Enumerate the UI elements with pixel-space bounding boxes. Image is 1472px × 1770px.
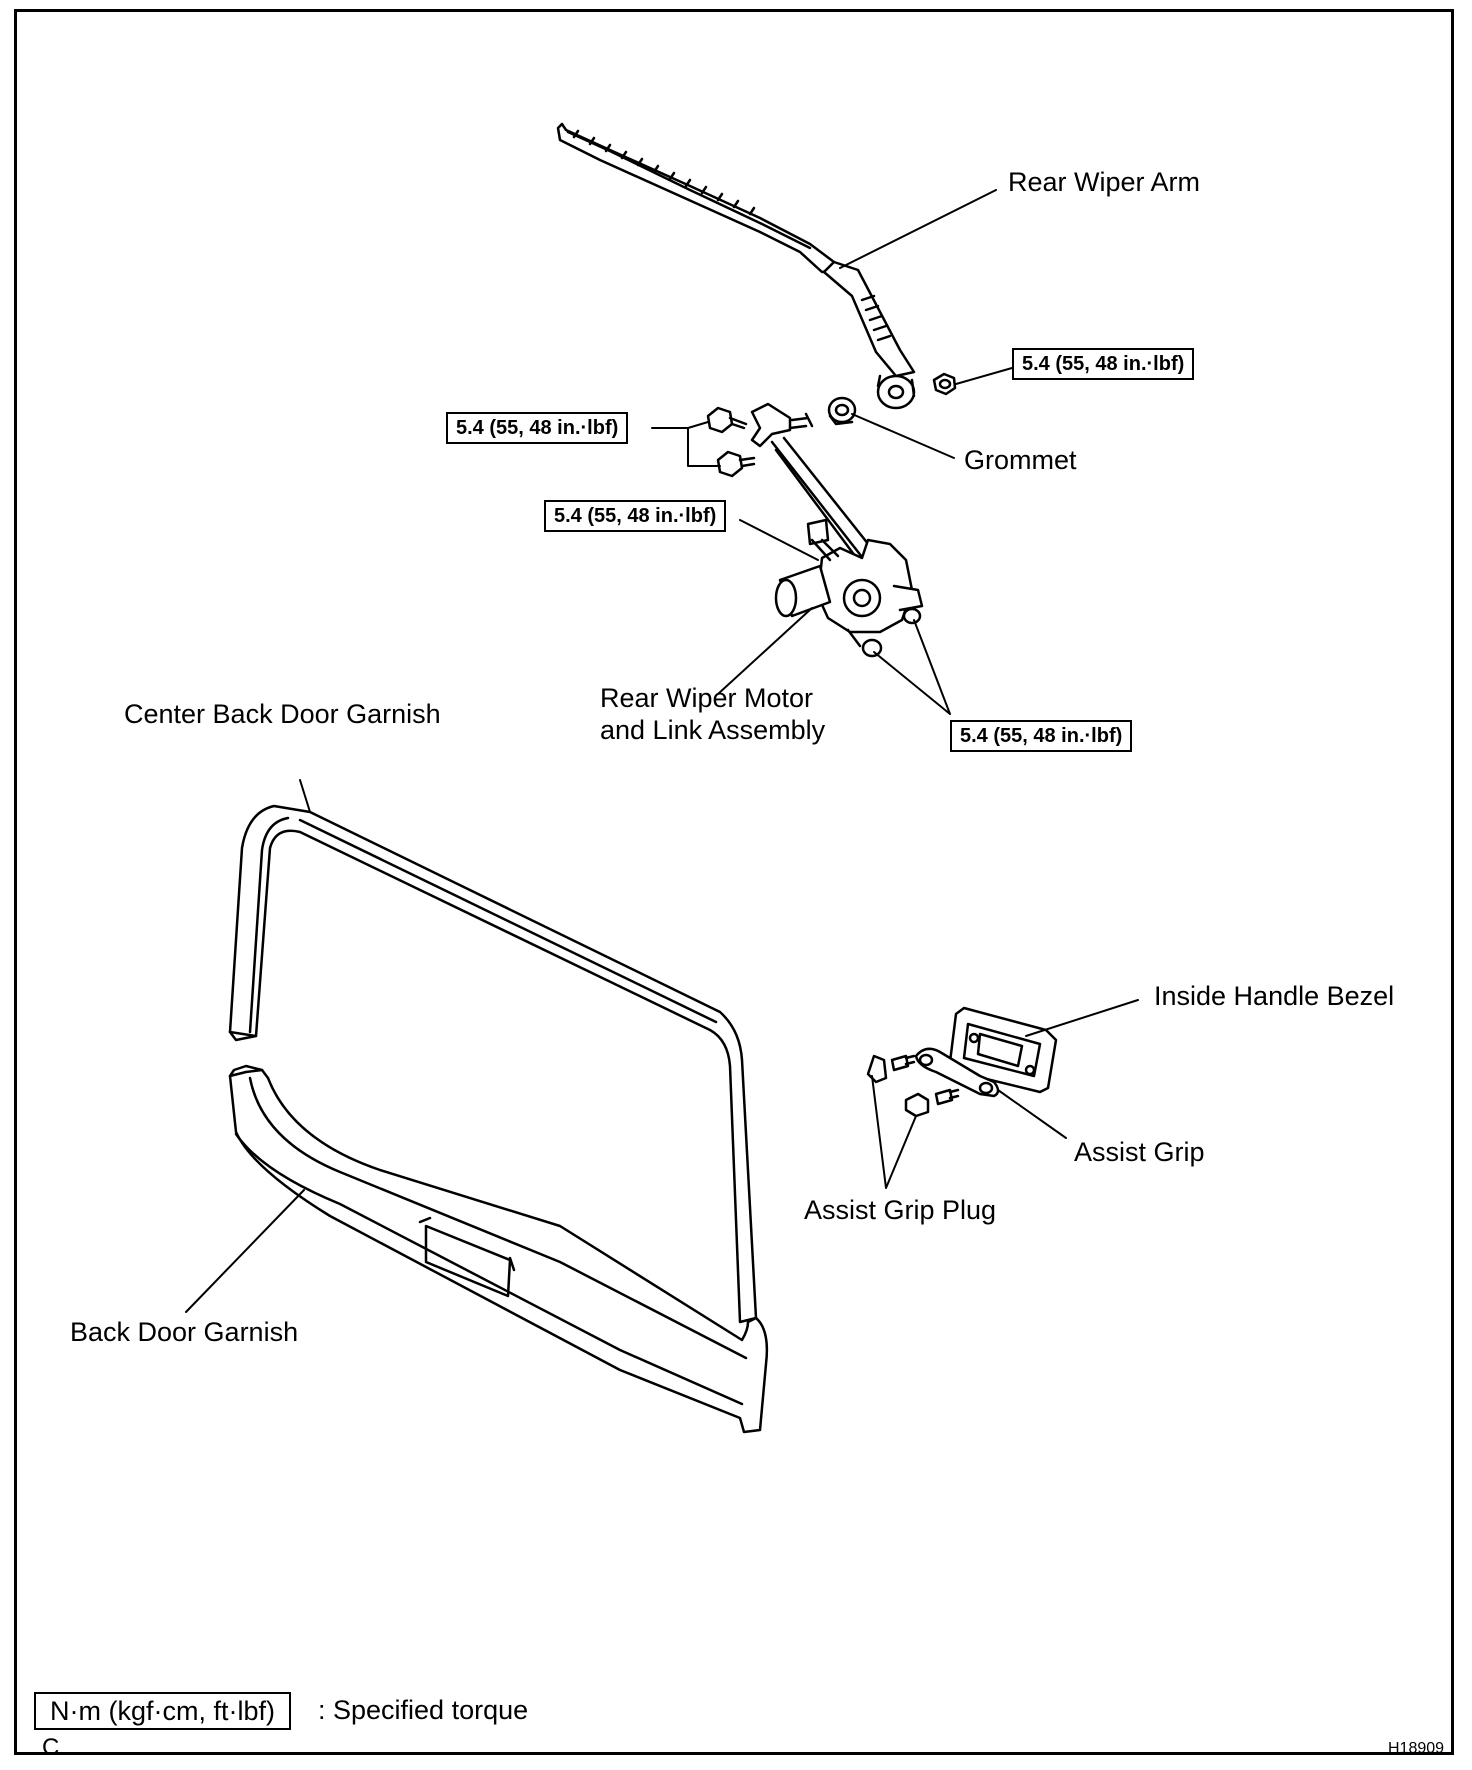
center-back-door-garnish-drawing — [228, 804, 758, 1324]
legend-text: : Specified torque — [318, 1695, 529, 1725]
footer-letter: C — [42, 1734, 60, 1761]
label-rear-wiper-motor-line1: Rear Wiper Motor — [600, 683, 814, 713]
inside-handle-bezel-drawing — [948, 1006, 1058, 1094]
label-rear-wiper-motor-line2: and Link Assembly — [600, 715, 826, 745]
label-assist-grip: Assist Grip — [1074, 1137, 1205, 1167]
torque-label-arm-nut: 5.4 (55, 48 in.·lbf) — [1012, 348, 1195, 380]
arm-nut-drawing — [932, 372, 957, 396]
label-assist-grip-plug: Assist Grip Plug — [804, 1195, 997, 1225]
diagram-frame — [14, 9, 1454, 1755]
back-door-garnish-drawing — [228, 1064, 769, 1434]
label-center-back-door-garnish: Center Back Door Garnish — [124, 699, 441, 729]
torque-label-motor-lower: 5.4 (55, 48 in.·lbf) — [950, 720, 1133, 752]
label-inside-handle-bezel: Inside Handle Bezel — [1154, 981, 1395, 1011]
label-grommet: Grommet — [964, 445, 1077, 475]
leader-lines — [185, 189, 1139, 1313]
label-back-door-garnish: Back Door Garnish — [70, 1317, 299, 1347]
legend-unit-box: N·m (kgf·cm, ft·lbf) — [34, 1692, 291, 1730]
label-rear-wiper-arm: Rear Wiper Arm — [1008, 167, 1201, 197]
rear-wiper-motor-drawing — [774, 518, 924, 658]
pivot-bolts-drawing — [706, 406, 756, 478]
grommet-drawing — [827, 396, 857, 426]
rear-wiper-arm-drawing — [556, 122, 916, 410]
torque-label-pivot-bolts: 5.4 (55, 48 in.·lbf) — [446, 412, 629, 444]
torque-label-motor-upper: 5.4 (55, 48 in.·lbf) — [544, 500, 727, 532]
figure-code: H18909 — [1388, 1740, 1445, 1757]
